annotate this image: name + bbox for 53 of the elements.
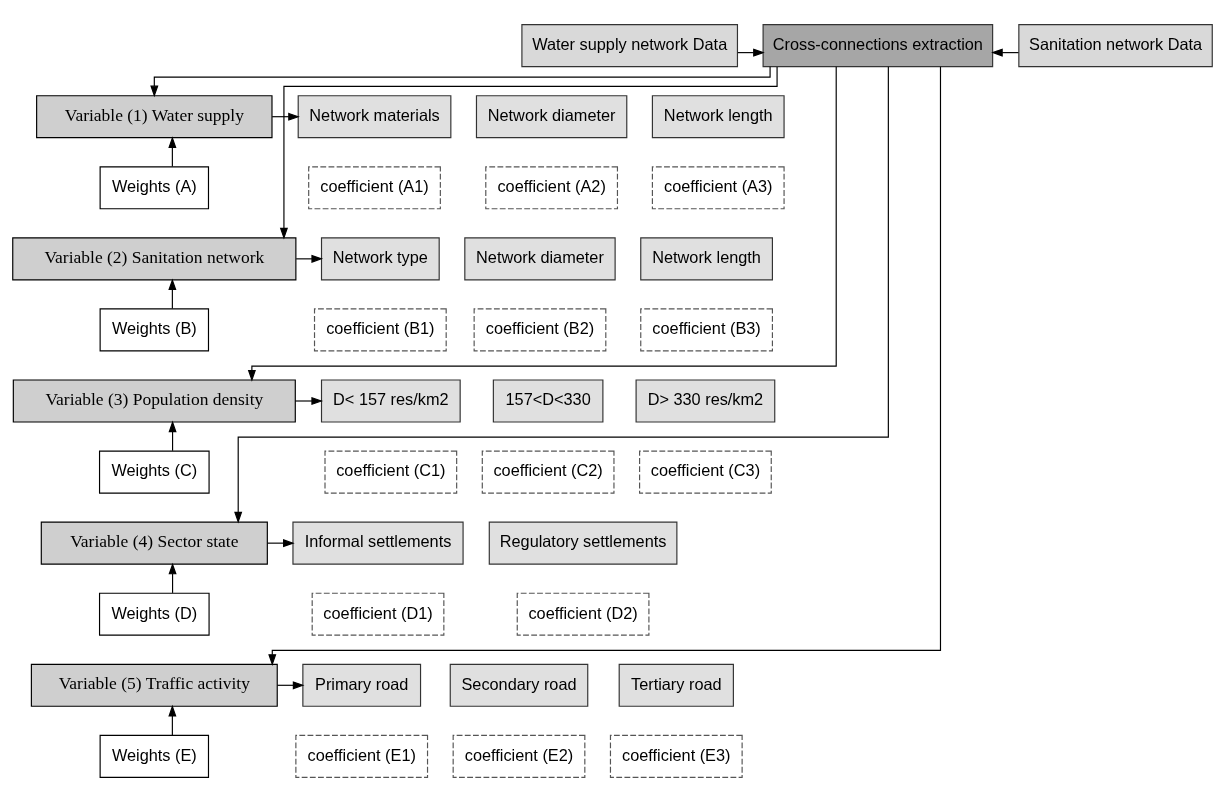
arrow <box>168 135 177 167</box>
node-box: Network length <box>640 236 773 280</box>
node-box: D> 330 res/km2 <box>635 378 776 423</box>
node-box: coefficient (C1) <box>324 450 458 494</box>
arrow <box>150 65 771 97</box>
arrow <box>168 562 177 593</box>
arrow <box>168 704 177 736</box>
node-box: Sanitation network Data <box>1018 23 1213 67</box>
node-box: Cross-connections extraction <box>762 23 994 67</box>
node-box: coefficient (C3) <box>639 450 772 494</box>
node-box: coefficient (A2) <box>485 165 619 209</box>
arrow <box>266 538 295 547</box>
arrow <box>279 65 778 239</box>
node-box: Network diameter <box>475 94 628 138</box>
arrow <box>168 277 177 309</box>
node-box: Water supply network Data <box>521 23 739 67</box>
node-box: coefficient (C2) <box>481 450 615 494</box>
node-box: Variable (3) Population density <box>12 378 296 423</box>
node-box: coefficient (E3) <box>609 734 743 778</box>
node-box: Network diameter <box>464 236 616 280</box>
node-box: Informal settlements <box>292 521 464 565</box>
node-box: 157<D<330 <box>492 378 604 423</box>
node-box: coefficient (E2) <box>452 734 586 778</box>
arrow <box>295 254 324 263</box>
node-box: Weights (E) <box>99 734 210 778</box>
node-box: Weights (A) <box>99 165 210 209</box>
node-box: Weights (C) <box>98 450 210 494</box>
node-box: Regulatory settlements <box>488 521 678 565</box>
node-box: Variable (5) Traffic activity <box>30 663 278 707</box>
node-box: coefficient (B1) <box>313 307 447 351</box>
node-box: Network materials <box>297 94 452 138</box>
node-box: Weights (D) <box>98 592 210 636</box>
arrow <box>234 65 889 523</box>
node-box: Weights (B) <box>99 307 210 351</box>
node-box: Variable (2) Sanitation network <box>12 236 297 280</box>
node-box: Network length <box>651 94 785 138</box>
node-box: coefficient (B2) <box>473 307 607 351</box>
node-box: coefficient (A1) <box>308 165 441 209</box>
node-box: D< 157 res/km2 <box>320 378 461 423</box>
arrow <box>168 420 177 451</box>
node-box: Variable (1) Water supply <box>36 94 273 138</box>
node-box: coefficient (D1) <box>311 592 445 636</box>
node-box: Variable (4) Sector state <box>40 521 268 565</box>
node-box: coefficient (D2) <box>516 592 650 636</box>
node-box: Network type <box>320 236 440 280</box>
arrow <box>247 65 837 382</box>
node-box: Primary road <box>302 663 422 707</box>
arrow <box>294 396 324 405</box>
node-box: Tertiary road <box>618 663 734 707</box>
node-box: coefficient (E1) <box>295 734 429 778</box>
node-box: Secondary road <box>449 663 589 707</box>
node-box: coefficient (A3) <box>651 165 785 209</box>
node-box: coefficient (B3) <box>640 307 773 351</box>
